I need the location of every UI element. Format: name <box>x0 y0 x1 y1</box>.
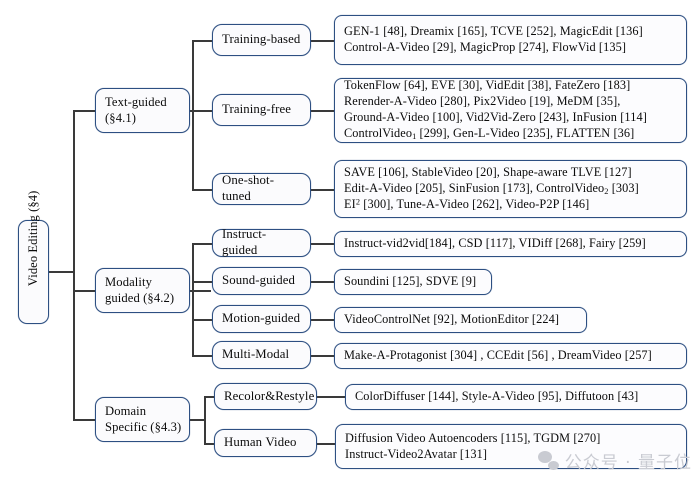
subcategory-recolor-restyle[interactable]: Recolor&Restyle <box>214 383 317 410</box>
connector-root-stub <box>48 271 74 273</box>
wechat-icon <box>537 451 559 470</box>
subcategory-one-shot-tuned-label: One-shot-tuned <box>222 173 275 203</box>
connector-recolor-leaf <box>317 396 345 398</box>
connector-oneshot-leaf <box>311 189 334 191</box>
subcategory-multi-modal-label: Multi-Modal <box>222 347 290 362</box>
connector-motion-leaf <box>311 319 334 321</box>
subcategory-training-based-label: Training-based <box>222 32 301 47</box>
leaf-sound-guided[interactable]: Soundini [125], SDVE [9] <box>334 269 492 295</box>
leaf-recolor-restyle-text: ColorDiffuser [144], Style-A-Video [95],… <box>355 389 639 403</box>
connector-to-training-based <box>192 40 212 42</box>
connector-to-recolor-restyle <box>204 396 214 398</box>
connector-trainingbased-leaf <box>311 40 334 42</box>
category-text-guided-label: Text-guided(§4.1) <box>105 95 167 125</box>
leaf-recolor-restyle[interactable]: ColorDiffuser [144], Style-A-Video [95],… <box>345 384 687 410</box>
connector-to-training-free <box>192 110 212 112</box>
subcategory-instruct-guided[interactable]: Instruct-guided <box>212 227 311 257</box>
connector-to-motion-guided <box>192 319 212 321</box>
subcategory-sound-guided-label: Sound-guided <box>222 273 296 288</box>
category-text-guided[interactable]: Text-guided(§4.1) <box>95 88 190 133</box>
leaf-sound-guided-text: Soundini [125], SDVE [9] <box>344 274 477 288</box>
connector-to-text-guided <box>73 110 96 112</box>
root-node-label: Video Editing (§4) <box>25 191 40 287</box>
connector-sound-leaf <box>311 281 334 283</box>
leaf-motion-guided[interactable]: VideoControlNet [92], MotionEditor [224] <box>334 307 587 333</box>
subcategory-sound-guided[interactable]: Sound-guided <box>212 267 311 295</box>
leaf-one-shot-tuned-text: SAVE [106], StableVideo [20], Shape-awar… <box>344 164 639 212</box>
leaf-one-shot-tuned[interactable]: SAVE [106], StableVideo [20], Shape-awar… <box>334 160 687 218</box>
watermark-text: 公众号 · 量子位 <box>564 453 692 473</box>
leaf-training-free-text: TokenFlow [64], EVE [30], VidEdit [38], … <box>344 78 647 142</box>
leaf-multi-modal-text: Make-A-Protagonist [304] , CCEdit [56] ,… <box>344 348 652 362</box>
leaf-training-based[interactable]: GEN-1 [48], Dreamix [165], TCVE [252], M… <box>334 15 687 65</box>
connector-instruct-leaf <box>311 243 334 245</box>
connector-domain-spine <box>204 396 206 444</box>
subcategory-motion-guided-label: Motion-guided <box>222 311 301 326</box>
connector-multimodal-leaf <box>311 355 334 357</box>
subcategory-one-shot-tuned[interactable]: One-shot-tuned <box>212 173 311 205</box>
leaf-instruct-guided-text: Instruct-vid2vid[184], CSD [117], VIDiff… <box>344 236 646 250</box>
subcategory-human-video[interactable]: Human Video <box>214 429 317 457</box>
connector-modality-spine <box>192 243 194 356</box>
connector-to-one-shot-tuned <box>192 189 212 191</box>
connector-to-domain-specific <box>73 419 96 421</box>
connector-to-human-video <box>204 443 214 445</box>
connector-trainingfree-leaf <box>311 110 334 112</box>
connector-to-modality-guided <box>73 290 96 292</box>
subcategory-multi-modal[interactable]: Multi-Modal <box>212 341 311 369</box>
subcategory-instruct-guided-label: Instruct-guided <box>222 227 267 257</box>
root-node-video-editing[interactable]: Video Editing (§4) <box>18 191 49 324</box>
connector-modality-stub <box>189 290 211 292</box>
connector-to-multi-modal <box>192 355 212 357</box>
leaf-training-based-text: GEN-1 [48], Dreamix [165], TCVE [252], M… <box>344 24 643 54</box>
connector-root-trunk <box>73 110 75 420</box>
subcategory-recolor-restyle-label: Recolor&Restyle <box>224 388 315 403</box>
connector-to-sound-guided <box>192 281 212 283</box>
leaf-multi-modal[interactable]: Make-A-Protagonist [304] , CCEdit [56] ,… <box>334 343 687 369</box>
subcategory-motion-guided[interactable]: Motion-guided <box>212 305 311 333</box>
leaf-training-free[interactable]: TokenFlow [64], EVE [30], VidEdit [38], … <box>334 78 687 143</box>
subcategory-human-video-label: Human Video <box>224 435 297 450</box>
leaf-human-video[interactable]: Diffusion Video Autoencoders [115], TGDM… <box>335 424 687 469</box>
watermark: 公众号 · 量子位 <box>537 448 692 473</box>
subcategory-training-free[interactable]: Training-free <box>212 94 311 126</box>
connector-domain-stub <box>189 419 205 421</box>
connector-humanvideo-leaf <box>317 443 335 445</box>
connector-textguided-spine <box>192 40 194 190</box>
leaf-instruct-guided[interactable]: Instruct-vid2vid[184], CSD [117], VIDiff… <box>334 231 687 257</box>
connector-to-instruct-guided <box>192 243 212 245</box>
subcategory-training-free-label: Training-free <box>222 102 292 117</box>
subcategory-training-based[interactable]: Training-based <box>212 24 311 56</box>
leaf-motion-guided-text: VideoControlNet [92], MotionEditor [224] <box>344 312 560 326</box>
leaf-human-video-text: Diffusion Video Autoencoders [115], TGDM… <box>345 430 601 461</box>
